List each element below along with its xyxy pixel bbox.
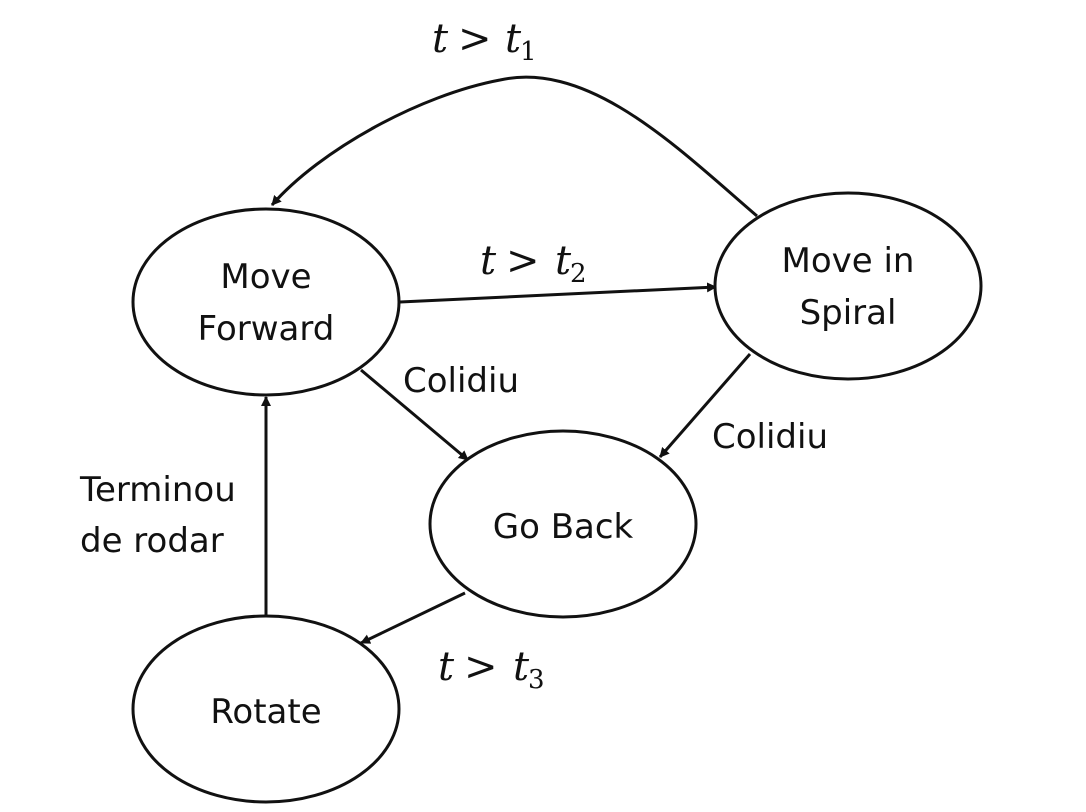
state-move-in-spiral: Move in Spiral	[713, 191, 983, 381]
edge-t3-sub: 3	[528, 665, 545, 695]
state-rotate-label: Rotate	[210, 692, 321, 732]
edge-t2-label: t > t 2	[480, 238, 587, 289]
edge-t3-base: t	[513, 644, 530, 690]
state-rotate: Rotate	[131, 614, 401, 804]
state-go-back: Go Back	[428, 429, 698, 619]
edge-t2-sub: 2	[570, 259, 587, 289]
edge-colidiu-b-label: Colidiu	[712, 417, 828, 457]
edge-t2-base: t	[555, 238, 572, 284]
edge-t3-label: t > t 3	[438, 644, 545, 695]
state-move-forward: Move Forward	[131, 207, 401, 397]
state-move-forward-line2: Forward	[198, 309, 335, 349]
state-move-in-spiral-line2: Spiral	[800, 293, 897, 333]
edge-t2-op: >	[506, 238, 540, 284]
edge-t1-sub: 1	[520, 37, 537, 67]
edge-t3-op: >	[464, 644, 498, 690]
edge-t3-arrow	[360, 591, 466, 645]
edge-t1-base: t	[505, 16, 522, 62]
state-go-back-label: Go Back	[493, 507, 634, 547]
edge-t1-var: t	[432, 16, 449, 62]
edge-t1-arrow	[270, 75, 758, 218]
edge-t1-op: >	[458, 16, 492, 62]
edge-terminou-label: Terminou de rodar	[79, 470, 236, 561]
edge-terminou-line1: Terminou	[79, 470, 236, 510]
edge-t1-label: t > t 1	[432, 16, 537, 67]
edge-colidiu-a-label: Colidiu	[403, 361, 519, 401]
edge-colidiu-a-arrow	[360, 368, 469, 462]
edge-t2-var: t	[480, 238, 497, 284]
state-move-forward-line1: Move	[220, 257, 311, 297]
edge-t2-arrow	[399, 282, 717, 304]
edge-terminou-line2: de rodar	[80, 521, 224, 561]
state-move-in-spiral-line1: Move in	[782, 241, 915, 281]
edge-t3-var: t	[438, 644, 455, 690]
edge-colidiu-b-arrow	[658, 353, 752, 458]
